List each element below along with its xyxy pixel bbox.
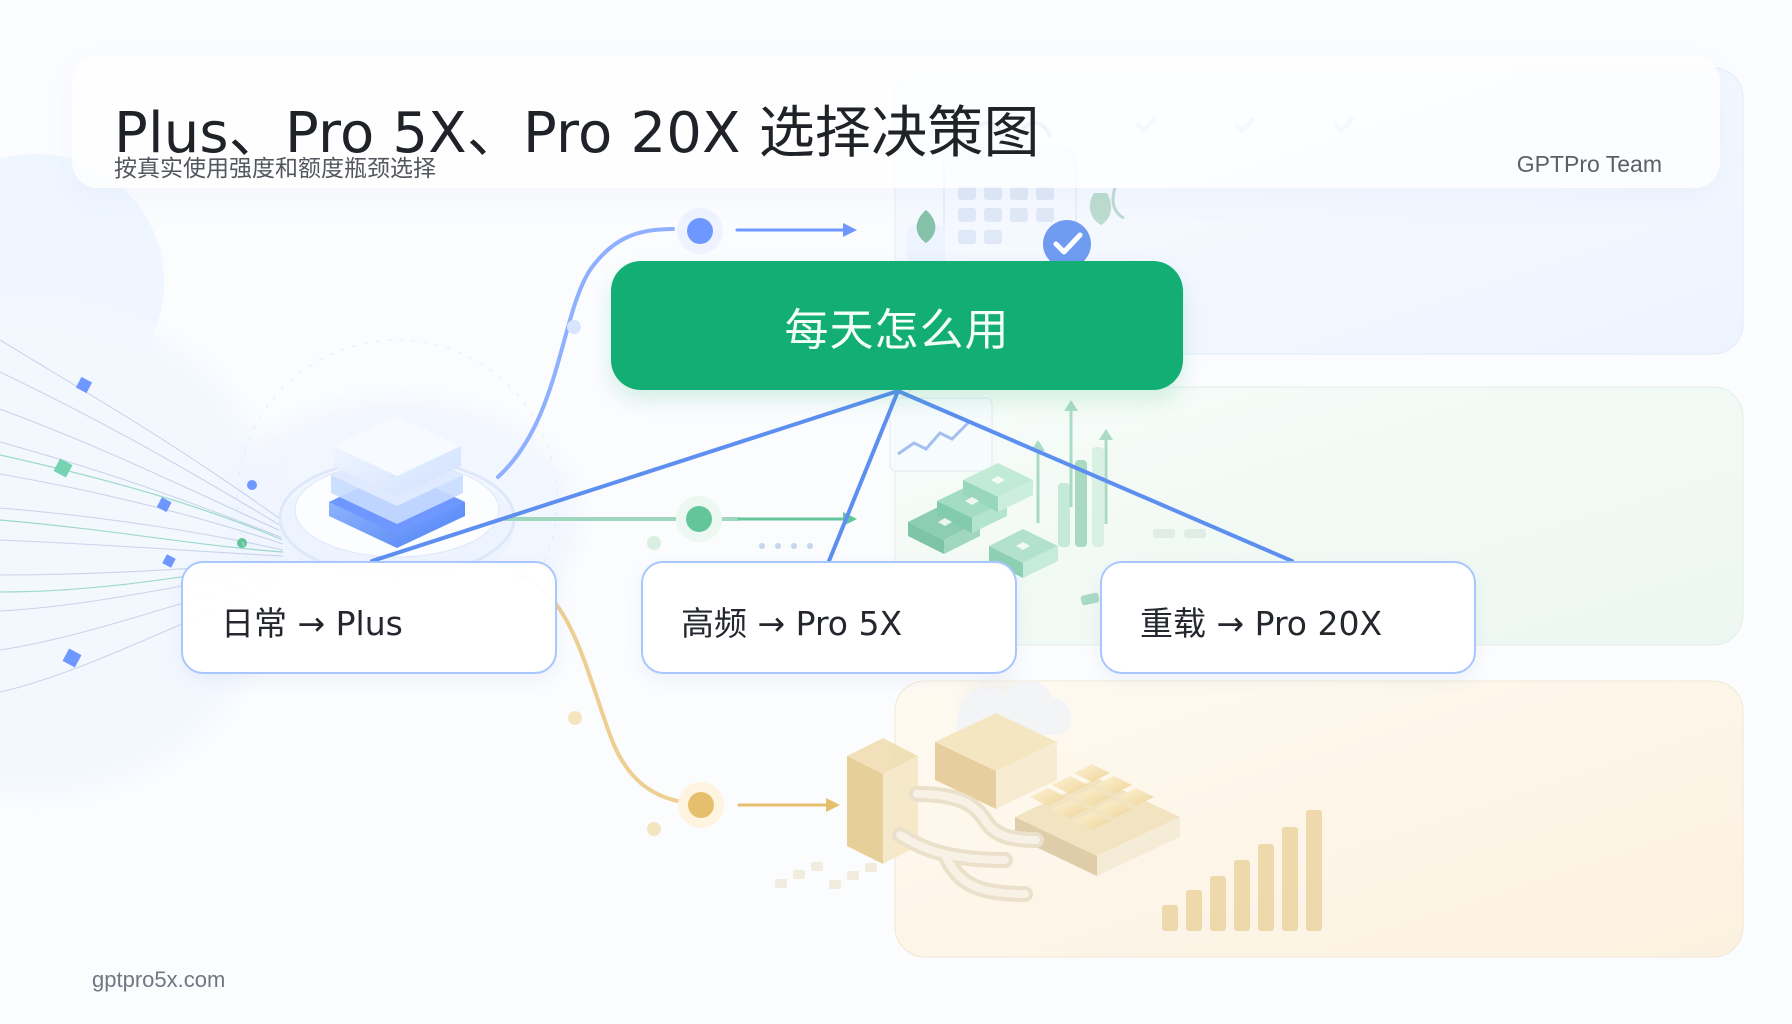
pipeline-icon bbox=[775, 680, 1322, 931]
option-pro-20x: 重载 → Pro 20X bbox=[1100, 561, 1476, 674]
page-title: Plus、Pro 5X、Pro 20X 选择决策图 bbox=[114, 101, 1040, 166]
header-panel bbox=[72, 56, 1720, 188]
team-label: GPTPro Team bbox=[1516, 151, 1662, 177]
option-pro-20x-label: 重载 → Pro 20X bbox=[1140, 604, 1383, 643]
option-pro-5x-label: 高频 → Pro 5X bbox=[681, 604, 903, 643]
decision-root-label: 每天怎么用 bbox=[784, 304, 1010, 356]
option-pro-5x: 高频 → Pro 5X bbox=[641, 561, 1017, 674]
option-plus: 日常 → Plus bbox=[181, 561, 557, 674]
option-plus-label: 日常 → Plus bbox=[221, 604, 403, 643]
analytics-icon bbox=[889, 397, 1206, 606]
decision-root-node: 每天怎么用 bbox=[611, 261, 1183, 390]
layered-stack-icon bbox=[236, 339, 558, 661]
footer-url: gptpro5x.com bbox=[92, 967, 226, 992]
page-subtitle: 按真实使用强度和额度瓶颈选择 bbox=[114, 156, 436, 182]
